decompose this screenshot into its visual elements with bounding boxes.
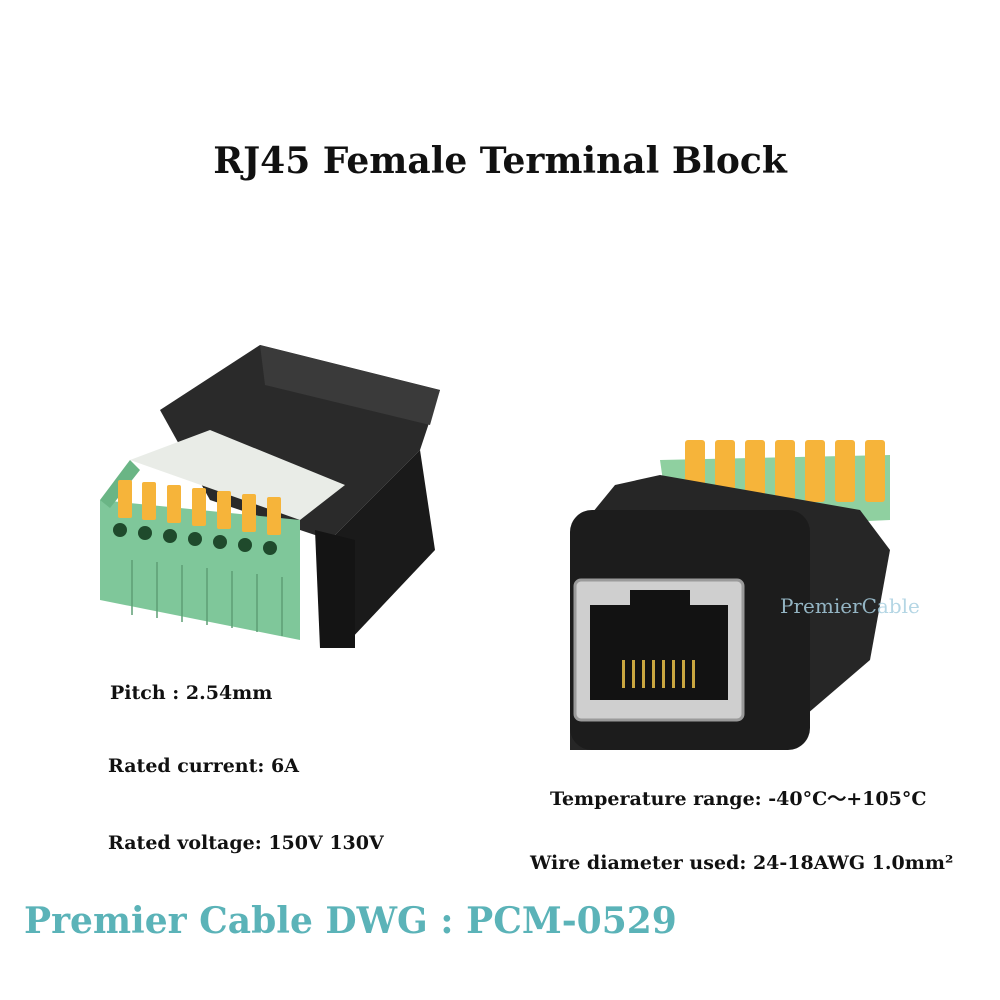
connector-port-view-image [570, 440, 890, 750]
spec-pitch: Pitch : 2.54mm [110, 682, 273, 704]
spec-rated-voltage: Rated voltage: 150V 130V [108, 832, 384, 854]
spec-rated-current: Rated current: 6A [108, 755, 299, 777]
watermark-text: PremierCable [780, 594, 920, 618]
spec-temperature-range: Temperature range: -40°C～+105°C [550, 788, 927, 810]
spec-wire-diameter: Wire diameter used: 24-18AWG 1.0mm² [530, 852, 954, 874]
connector-side-view-image [100, 345, 440, 648]
footer-drawing-number: Premier Cable DWG : PCM-0529 [24, 900, 677, 942]
page-title: RJ45 Female Terminal Block [213, 140, 787, 182]
